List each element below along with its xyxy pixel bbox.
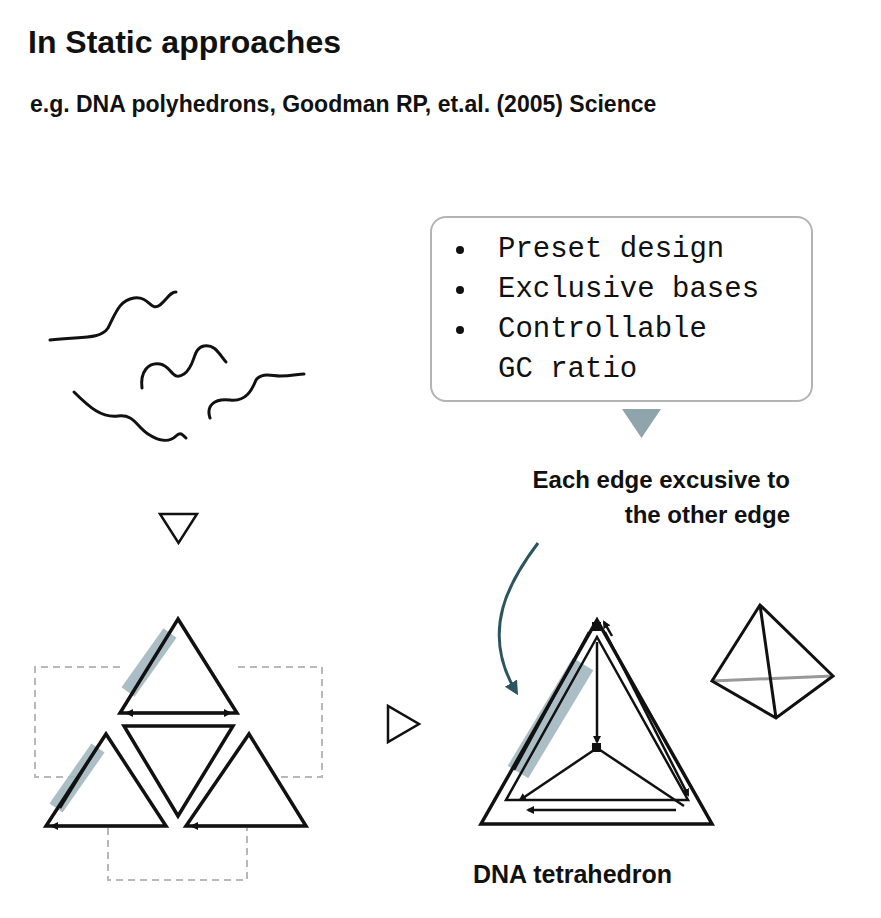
bullet-text: Preset design: [498, 230, 724, 270]
bullet-text: Exclusive bases: [498, 270, 759, 310]
tetrahedron-3d: [712, 605, 833, 718]
callout-box: Preset designExclusive basesControllable…: [430, 216, 813, 402]
callout-pointer: [622, 409, 661, 438]
right-step-arrow: [388, 706, 419, 742]
annotation-text: Each edge excusive to the other edge: [505, 462, 790, 532]
bullet-dot: [456, 246, 464, 254]
bullet-dot: [456, 326, 464, 334]
tetra-strand-arrows: [514, 622, 688, 810]
bullet-item: Exclusive bases: [432, 270, 811, 310]
strand-arrows: [52, 713, 300, 826]
down-step-arrow: [160, 514, 197, 543]
bullet-item: Preset design: [432, 230, 811, 270]
figure-caption: DNA tetrahedron: [473, 860, 672, 889]
fold-guides: [35, 667, 322, 880]
bullet-item: Controllable GC ratio: [432, 310, 811, 390]
page-title: In Static approaches: [28, 24, 341, 61]
callout-leader: [499, 543, 538, 690]
tetrahedron-net: [46, 619, 306, 826]
bullet-text: Controllable GC ratio: [498, 310, 730, 390]
reference-subtitle: e.g. DNA polyhedrons, Goodman RP, et.al.…: [30, 91, 656, 118]
tetrahedron-diagram: [481, 620, 712, 824]
bullet-dot: [456, 286, 464, 294]
dna-strands: [50, 292, 304, 440]
